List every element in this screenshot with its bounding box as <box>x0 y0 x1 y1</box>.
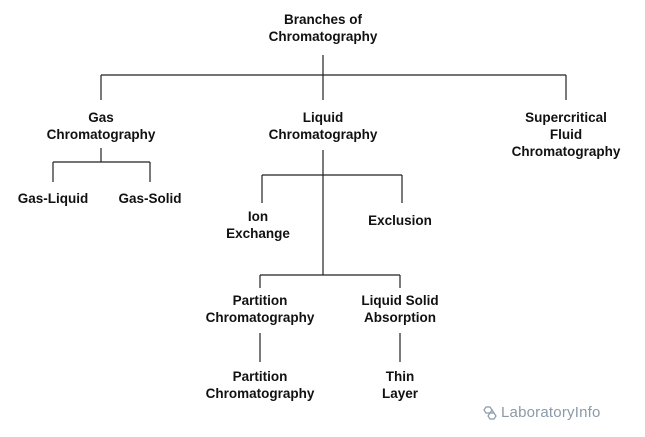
node-ion-exchange-line-2: Exchange <box>226 226 290 241</box>
node-partition-chromatography-child: Partition Chromatography <box>206 368 315 402</box>
node-gas-solid-label: Gas-Solid <box>118 191 182 206</box>
node-exclusion-label: Exclusion <box>368 213 432 228</box>
node-supercritical-line-1: Supercritical <box>525 110 607 125</box>
node-partition-child-line-2: Chromatography <box>205 386 315 401</box>
node-partition-line-1: Partition <box>232 293 288 308</box>
node-gas-liquid-label: Gas-Liquid <box>17 191 89 206</box>
hexagon-logo-icon <box>483 405 497 420</box>
node-root-line-1: Branches of <box>283 12 363 27</box>
watermark-text: LaboratoryInfo <box>501 404 601 421</box>
node-supercritical-fluid-chromatography: Supercritical Fluid Chromatography <box>512 109 621 160</box>
node-thin-layer-line-1: Thin <box>385 369 415 384</box>
watermark: LaboratoryInfo <box>482 404 601 421</box>
node-ion-exchange: Ion Exchange <box>226 208 290 242</box>
node-supercritical-line-2: Fluid <box>549 127 583 142</box>
node-gas-solid: Gas-Solid <box>118 190 181 207</box>
node-partition-line-2: Chromatography <box>205 310 315 325</box>
node-gas-liquid: Gas-Liquid <box>18 190 89 207</box>
node-supercritical-line-3: Chromatography <box>511 144 621 159</box>
node-partition-chromatography: Partition Chromatography <box>206 292 315 326</box>
node-gas-line-2: Chromatography <box>46 127 156 142</box>
node-liquid-line-1: Liquid <box>302 110 344 125</box>
node-thin-layer: Thin Layer <box>382 368 418 402</box>
node-ion-exchange-line-1: Ion <box>247 209 269 224</box>
node-gas-line-1: Gas <box>88 110 114 125</box>
node-partition-child-line-1: Partition <box>232 369 288 384</box>
node-root: Branches of Chromatography <box>269 11 378 45</box>
node-exclusion: Exclusion <box>368 212 432 229</box>
node-liquid-solid-line-2: Absorption <box>364 310 436 325</box>
node-gas-chromatography: Gas Chromatography <box>47 109 156 143</box>
node-root-line-2: Chromatography <box>268 29 378 44</box>
node-liquid-line-2: Chromatography <box>268 127 378 142</box>
node-liquid-solid-line-1: Liquid Solid <box>361 293 439 308</box>
node-thin-layer-line-2: Layer <box>381 386 419 401</box>
node-liquid-chromatography: Liquid Chromatography <box>269 109 378 143</box>
node-liquid-solid-absorption: Liquid Solid Absorption <box>361 292 438 326</box>
